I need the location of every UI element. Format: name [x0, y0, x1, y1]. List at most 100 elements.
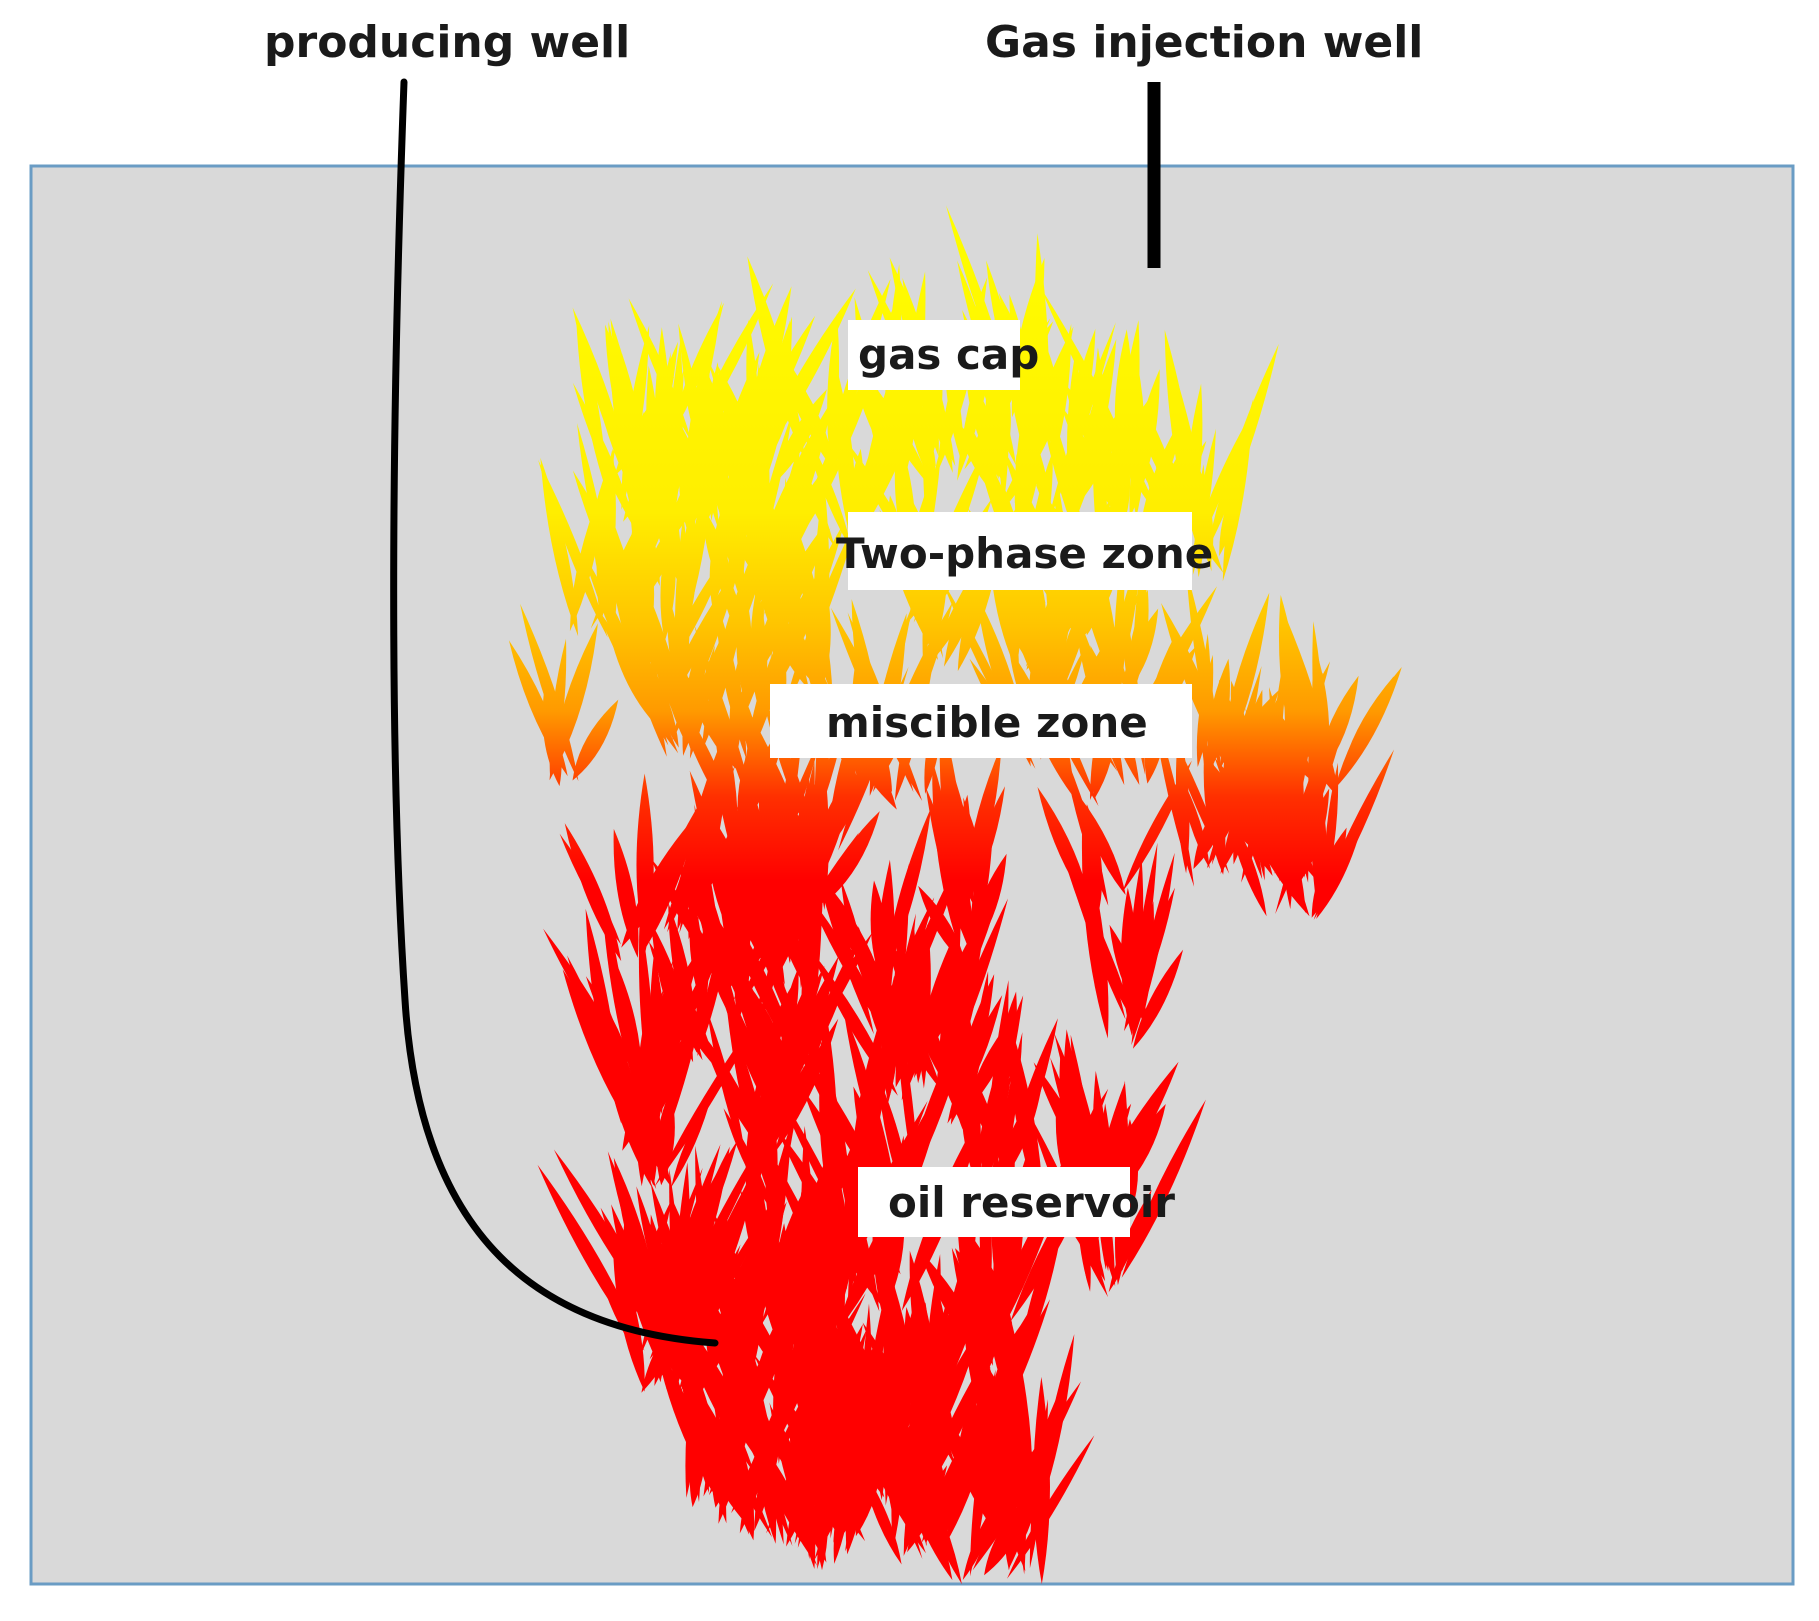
fracture-blade	[718, 1378, 754, 1524]
fracture-blade	[884, 1307, 901, 1506]
producing-well-line	[390, 78, 719, 1347]
fracture-blade	[745, 615, 790, 764]
fracture-blade	[707, 1010, 747, 1163]
fracture-blade	[776, 1127, 885, 1310]
fracture-blade	[650, 952, 667, 1115]
fracture-blade	[827, 1380, 846, 1491]
fracture-blade	[893, 863, 909, 1033]
fracture-blade	[957, 1227, 993, 1366]
fracture-blade	[877, 897, 935, 1041]
fracture-blade	[827, 313, 840, 456]
fracture-flame-pattern	[508, 205, 1402, 1585]
fracture-blade	[1311, 827, 1347, 918]
fracture-blade	[611, 1204, 671, 1389]
fracture-blade	[811, 848, 874, 1035]
fracture-blade	[771, 1406, 827, 1563]
fracture-blade	[824, 811, 880, 904]
fracture-blade	[1131, 842, 1158, 1020]
oil-reservoir-label-box	[858, 1167, 1130, 1237]
fracture-blade	[762, 1296, 848, 1489]
fracture-blade	[762, 985, 806, 1122]
fracture-blade	[744, 756, 763, 957]
fracture-blade	[653, 1267, 717, 1390]
fracture-blade	[1003, 1005, 1044, 1217]
fracture-blade	[744, 396, 835, 598]
fracture-blade	[693, 382, 705, 545]
fracture-blade	[770, 528, 843, 699]
fracture-blade	[614, 376, 675, 477]
fracture-blade	[508, 640, 568, 777]
fracture-blade	[685, 1242, 705, 1343]
fracture-blade	[765, 955, 839, 1137]
fracture-blade	[725, 1388, 818, 1566]
fracture-blade	[713, 692, 738, 835]
fracture-blade	[1339, 676, 1394, 780]
gas-cap-label-box	[848, 320, 1020, 390]
fracture-blade	[725, 551, 798, 757]
fracture-blade	[930, 1392, 1013, 1557]
fracture-blade	[621, 813, 699, 948]
fracture-blade	[729, 867, 742, 961]
fracture-blade	[638, 915, 654, 1108]
fracture-blade	[660, 430, 684, 532]
oil-reservoir-label: oil reservoir	[888, 1178, 1175, 1227]
fracture-blade	[1219, 679, 1250, 787]
fracture-blade	[680, 502, 697, 634]
fracture-blade	[722, 1203, 732, 1406]
fracture-blade	[901, 1340, 952, 1482]
fracture-blade	[1008, 1383, 1063, 1570]
fracture-blade	[769, 868, 790, 960]
fracture-blade	[847, 1402, 870, 1494]
fracture-blade	[572, 307, 634, 492]
fracture-blade	[660, 517, 676, 642]
fracture-blade	[1121, 1099, 1206, 1278]
fracture-blade	[972, 971, 989, 1093]
fracture-blade	[875, 859, 895, 1043]
fracture-blade	[969, 853, 1007, 958]
fracture-blade	[612, 1241, 645, 1392]
fracture-blade	[1140, 901, 1155, 1022]
fracture-blade	[549, 623, 598, 781]
fracture-blade	[645, 654, 679, 748]
fracture-blade	[696, 1369, 727, 1524]
fracture-blade	[859, 1395, 900, 1495]
fracture-blade	[1079, 796, 1126, 895]
fracture-blade	[671, 1090, 713, 1188]
fracture-blade	[855, 361, 934, 491]
fracture-blade	[1226, 805, 1267, 917]
fracture-blade	[1132, 949, 1184, 1049]
fracture-blade	[1193, 459, 1214, 567]
fracture-blade	[696, 380, 759, 542]
fracture-blade	[538, 459, 608, 638]
fracture-blade	[646, 920, 732, 1102]
fracture-blade	[745, 411, 793, 598]
fracture-blade	[749, 1282, 801, 1408]
fracture-blade	[1129, 857, 1144, 1024]
fracture-blade	[769, 1151, 839, 1299]
fracture-blade	[831, 1092, 882, 1204]
fracture-blade	[932, 759, 961, 950]
producing-well-label: producing well	[264, 17, 630, 68]
fracture-blade	[1175, 722, 1190, 874]
fracture-blade	[572, 699, 619, 781]
fracture-blade	[1084, 804, 1103, 909]
fracture-blade	[997, 1458, 1010, 1551]
fracture-blade	[1179, 772, 1210, 869]
fracture-blade	[758, 388, 778, 480]
fracture-blade	[976, 1299, 1051, 1467]
fracture-blade	[572, 470, 655, 652]
fracture-blade	[901, 989, 935, 1101]
miscible-zone-label: miscible zone	[826, 698, 1148, 747]
fracture-blade	[661, 1270, 679, 1376]
fracture-blade	[1122, 760, 1192, 892]
fracture-blade	[772, 389, 827, 486]
fracture-blade	[645, 400, 669, 525]
fracture-blade	[635, 524, 655, 635]
gas-cap-label: gas cap	[858, 330, 1039, 379]
fracture-blade	[781, 512, 860, 716]
fracture-blade	[653, 1336, 715, 1496]
fracture-blade	[899, 1454, 953, 1581]
fracture-blade	[697, 906, 733, 1057]
fracture-blade	[905, 1442, 962, 1585]
fracture-blade	[1244, 724, 1265, 881]
